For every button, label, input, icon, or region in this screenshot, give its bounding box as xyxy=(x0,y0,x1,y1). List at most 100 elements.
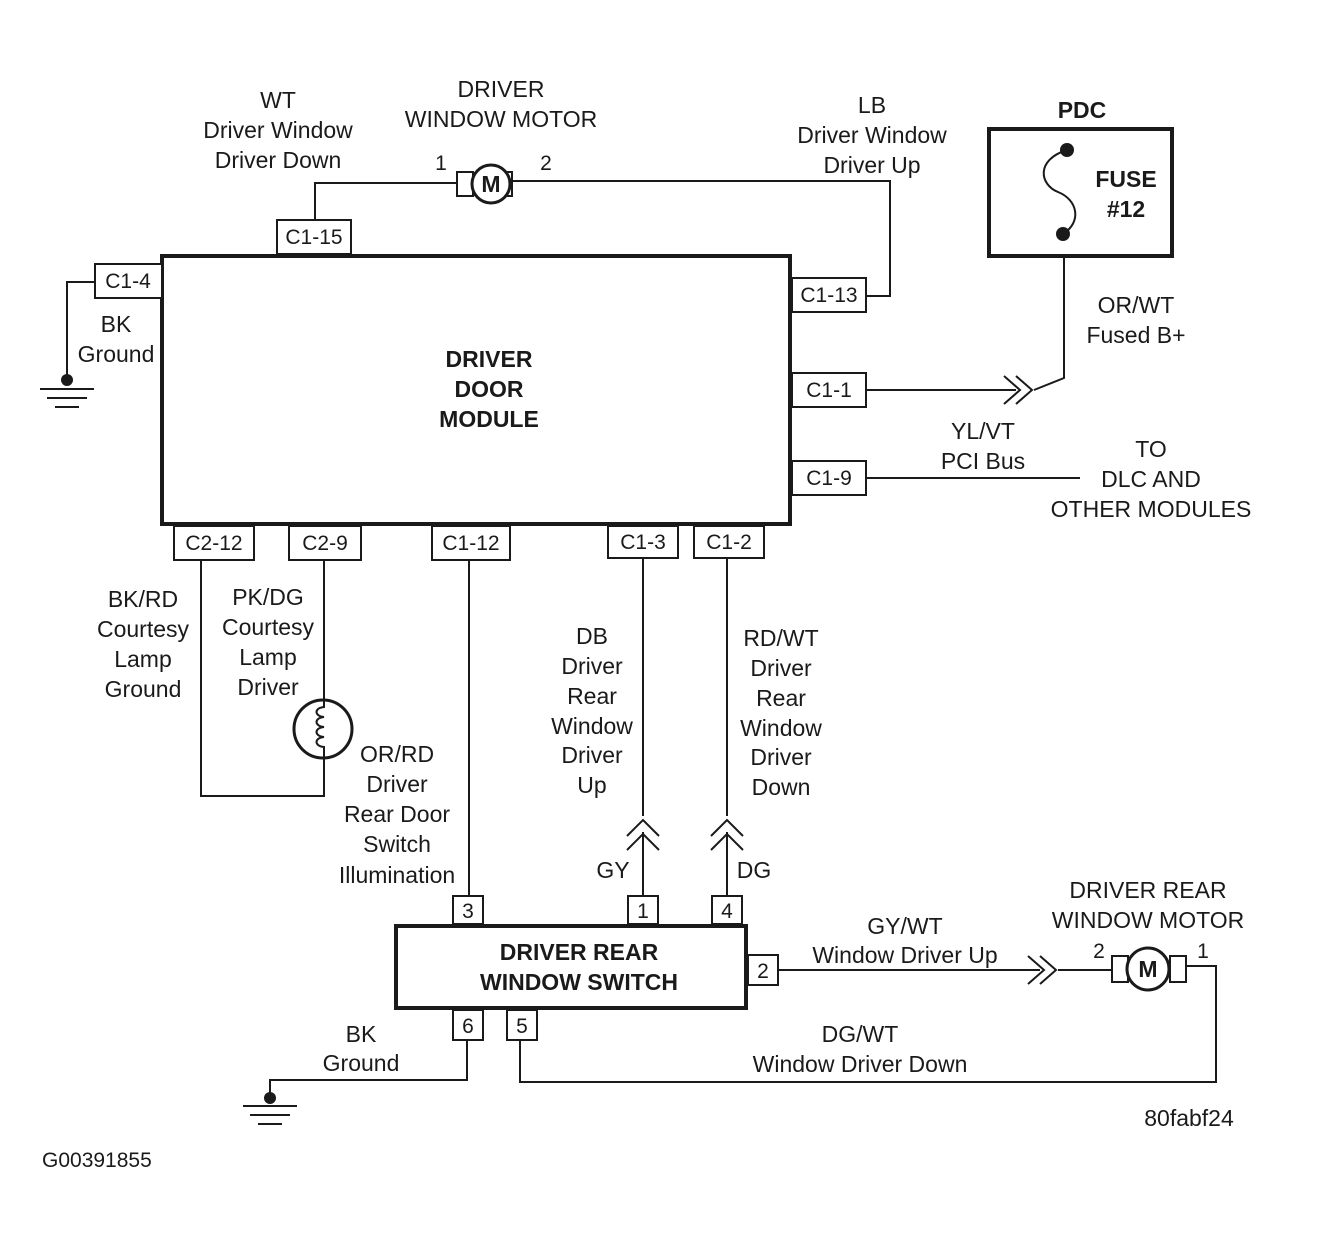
pin-c1-3: C1-3 xyxy=(620,531,666,554)
label-rdwt-1: RD/WT xyxy=(743,625,818,651)
label-pkdg-2: Courtesy xyxy=(222,614,315,640)
switch-pin-3: 3 xyxy=(462,900,474,923)
label-wt-3: Driver Down xyxy=(215,147,342,173)
fuse-symbol xyxy=(1042,143,1077,241)
switch-pin-4: 4 xyxy=(721,900,733,923)
label-ylvt-1: YL/VT xyxy=(951,418,1015,444)
driver-window-motor: M xyxy=(456,163,513,205)
label-db-2: Driver xyxy=(561,653,623,679)
label-orrd-4: Switch xyxy=(363,831,431,857)
label-db-4: Window xyxy=(551,713,633,739)
pin-c1-2: C1-2 xyxy=(706,531,752,554)
chevron-fused xyxy=(1003,375,1034,405)
pin-c2-9: C2-9 xyxy=(302,532,348,555)
connector-chevrons xyxy=(626,375,1058,985)
wires xyxy=(66,180,1217,1098)
switch-pin-1: 1 xyxy=(637,900,649,923)
module-label-3: MODULE xyxy=(439,406,539,432)
label-pkdg-3: Lamp xyxy=(239,644,297,670)
label-rdwt-3: Rear xyxy=(756,685,806,711)
chevron-gy-wt xyxy=(1027,955,1058,985)
wire-bk-ground-module xyxy=(66,281,95,380)
label-gy: GY xyxy=(596,857,629,883)
label-db-1: DB xyxy=(576,623,608,649)
label-orrd-2: Driver xyxy=(366,771,428,797)
image-id: G00391855 xyxy=(42,1149,152,1172)
label-pkdg-4: Driver xyxy=(237,674,299,700)
ground-symbol-module xyxy=(40,374,94,408)
pdc-box xyxy=(987,127,1174,258)
label-gywt-2: Window Driver Up xyxy=(812,942,997,968)
label-bkrd-2: Courtesy xyxy=(97,616,190,642)
fuse-label-2: #12 xyxy=(1107,196,1145,222)
switch-pins: 3 1 4 2 6 5 xyxy=(452,895,779,1041)
label-orrd-1: OR/RD xyxy=(360,741,434,767)
label-bk-sw-2: Ground xyxy=(323,1050,400,1076)
label-db-3: Rear xyxy=(567,683,617,709)
wire-bk-ground-switch xyxy=(269,1040,468,1098)
module-label-2: DOOR xyxy=(455,376,524,402)
motor2-label-2: WINDOW MOTOR xyxy=(1052,907,1245,933)
label-orrd-3: Rear Door xyxy=(344,801,450,827)
pdc-label: PDC xyxy=(1058,97,1107,123)
label-rdwt-2: Driver xyxy=(750,655,812,681)
pin-c1-1: C1-1 xyxy=(806,379,852,402)
motor2-pin1: 1 xyxy=(1197,940,1209,963)
chevron-gy xyxy=(626,818,660,851)
label-to-dlc-3: OTHER MODULES xyxy=(1051,496,1252,522)
switch-label-1: DRIVER REAR xyxy=(500,939,659,965)
chevron-dg xyxy=(710,818,744,851)
label-bk-mod-2: Ground xyxy=(78,341,155,367)
label-to-dlc-1: TO xyxy=(1135,436,1167,462)
label-orwt-2: Fused B+ xyxy=(1086,322,1185,348)
label-wt-1: WT xyxy=(260,87,296,113)
label-gywt-1: GY/WT xyxy=(867,913,942,939)
label-lb-2: Driver Window xyxy=(797,122,947,148)
motor2-pin2: 2 xyxy=(1093,940,1105,963)
label-lb-1: LB xyxy=(858,92,886,118)
switch-pin-2: 2 xyxy=(757,960,769,983)
motor-m-top: M xyxy=(481,171,500,197)
courtesy-lamp-symbol xyxy=(292,698,354,760)
wire-wt-driver-down xyxy=(314,182,457,220)
label-ylvt-2: PCI Bus xyxy=(941,448,1025,474)
wire-bk-rd-courtesy xyxy=(200,560,325,797)
label-db-5: Driver xyxy=(561,742,623,768)
label-lb-3: Driver Up xyxy=(823,152,920,178)
label-wt-2: Driver Window xyxy=(203,117,353,143)
motor1-label-2: WINDOW MOTOR xyxy=(405,106,598,132)
pin-c1-9: C1-9 xyxy=(806,467,852,490)
label-bk-mod-1: BK xyxy=(101,311,132,337)
label-orrd-5: Illumination xyxy=(339,862,455,888)
label-dg: DG xyxy=(737,857,772,883)
label-db-6: Up xyxy=(577,772,606,798)
switch-pin-6: 6 xyxy=(462,1015,474,1038)
motor1-pin1: 1 xyxy=(435,152,447,175)
label-pkdg-1: PK/DG xyxy=(232,584,304,610)
fuse-label-1: FUSE xyxy=(1095,166,1156,192)
motor1-pin2: 2 xyxy=(540,152,552,175)
pin-c1-12: C1-12 xyxy=(442,532,499,555)
label-dgwt-2: Window Driver Down xyxy=(753,1051,968,1077)
module-pins: C1-15 C1-4 C1-13 C1-1 C1-9 C2-12 C2-9 C1… xyxy=(94,219,867,561)
label-bkrd-4: Ground xyxy=(105,676,182,702)
wire-fused-riser xyxy=(1033,235,1065,391)
switch-pin-5: 5 xyxy=(516,1015,528,1038)
wire-labels: WT Driver Window Driver Down LB Driver W… xyxy=(78,87,1252,1077)
label-bkrd-3: Lamp xyxy=(114,646,172,672)
wire-dg-wt-down xyxy=(519,965,1217,1083)
label-rdwt-5: Driver xyxy=(750,744,812,770)
module-label-1: DRIVER xyxy=(446,346,533,372)
driver-rear-window-switch xyxy=(394,924,748,1010)
pin-c1-15: C1-15 xyxy=(285,226,342,249)
figure-code: 80fabf24 xyxy=(1144,1105,1234,1131)
switch-label-2: WINDOW SWITCH xyxy=(480,969,678,995)
motor-m-rear: M xyxy=(1138,956,1157,982)
label-to-dlc-2: DLC AND xyxy=(1101,466,1201,492)
ground-symbol-switch xyxy=(243,1092,297,1125)
label-dgwt-1: DG/WT xyxy=(822,1021,899,1047)
label-bk-sw-1: BK xyxy=(346,1021,377,1047)
pin-c1-13: C1-13 xyxy=(800,284,857,307)
label-rdwt-6: Down xyxy=(752,774,811,800)
